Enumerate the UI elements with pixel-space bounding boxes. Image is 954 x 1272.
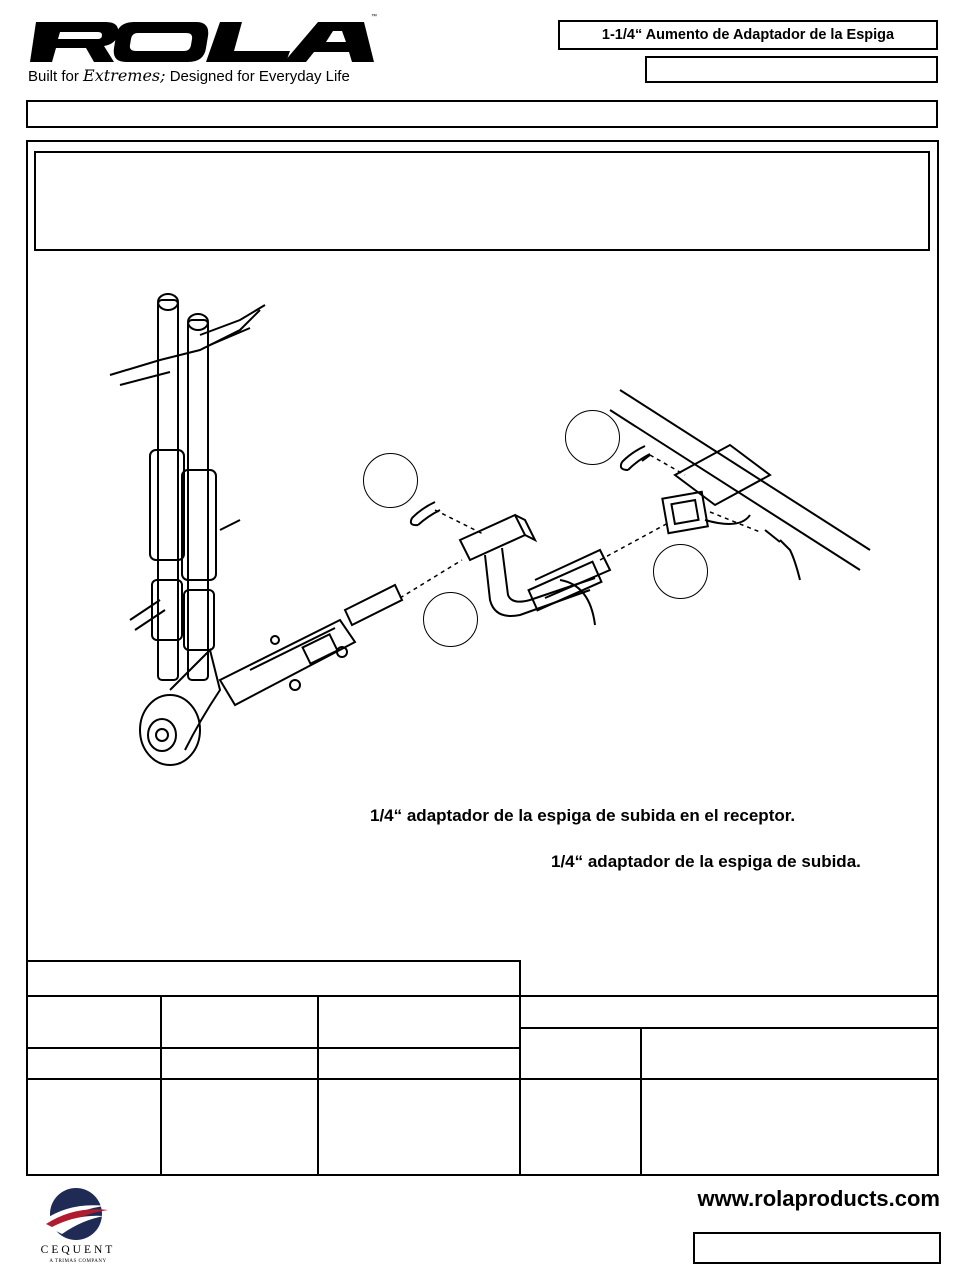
- specs-table: [26, 960, 939, 1176]
- callout-circle: [363, 453, 418, 508]
- instruction-step-2: 1/4“ adaptador de la espiga de subida.: [551, 852, 861, 871]
- callout-circle: [565, 410, 620, 465]
- main-frame: [26, 140, 939, 1176]
- product-title: 1-1/4“ Aumento de Adaptador de la Espiga: [558, 20, 938, 50]
- part-number-box: [645, 56, 938, 83]
- website-url[interactable]: www.rolaproducts.com: [697, 1186, 940, 1211]
- notice-box: [34, 151, 930, 251]
- instruction-step-1: 1/4“ adaptador de la espiga de subida en…: [370, 806, 796, 825]
- assembly-illustration: [109, 293, 871, 766]
- trademark-mark: ™: [371, 14, 377, 20]
- callout-circle: [423, 592, 478, 647]
- callout-circle: [653, 544, 708, 599]
- cequent-name: CEQUENT: [40, 1244, 116, 1256]
- brand-tagline: Built for Extremes; Designed for Everyda…: [28, 66, 350, 85]
- cequent-logo: [30, 1184, 130, 1268]
- cequent-subtitle: A TRIMAS COMPANY: [49, 1259, 107, 1264]
- header-bar: [26, 100, 938, 128]
- rola-logo: ™: [28, 14, 378, 88]
- doc-number-box: [693, 1232, 941, 1264]
